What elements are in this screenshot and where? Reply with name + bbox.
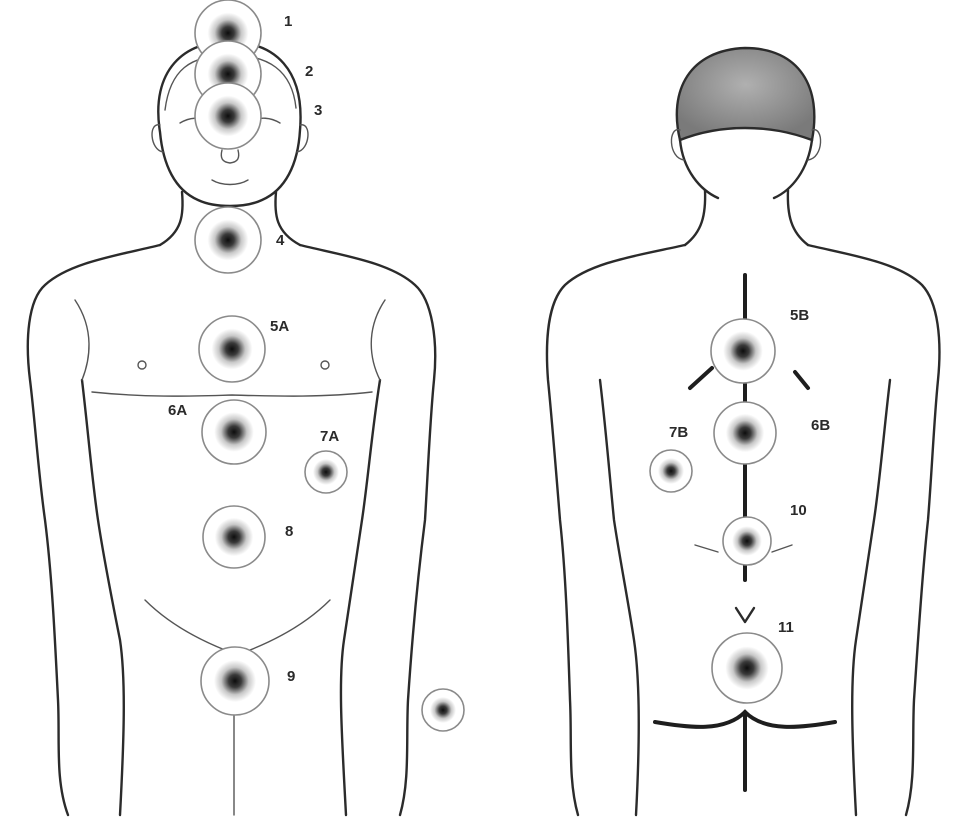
label-7a: 7A (320, 428, 339, 445)
marker-dot-5b (723, 331, 763, 371)
marker-dot-4 (208, 220, 249, 261)
back-scapula-right (795, 372, 808, 388)
label-4: 4 (276, 232, 285, 249)
label-7b: 7B (669, 424, 688, 441)
back-neck-left (685, 190, 705, 245)
label-5a: 5A (270, 318, 289, 335)
label-3: 3 (314, 102, 322, 119)
marker-dot-6b (726, 414, 764, 452)
label-10: 10 (790, 502, 807, 519)
front-nipple-left (138, 361, 146, 369)
label-5b: 5B (790, 307, 809, 324)
back-buttocks-line (655, 712, 835, 790)
front-mouth (212, 180, 248, 185)
marker-dot-9 (214, 660, 256, 702)
marker-dot-8 (215, 518, 253, 556)
front-hip-right (250, 600, 330, 650)
front-shoulder-right (371, 300, 385, 380)
back-arm-inner-right (852, 380, 890, 815)
front-neck-left (160, 192, 183, 245)
front-arm-inner-left (82, 380, 124, 815)
label-11: 11 (778, 619, 794, 636)
back-scapula-left (690, 368, 712, 388)
marker-dot-6a (214, 412, 254, 452)
front-nose (221, 150, 238, 163)
marker-dot-3 (208, 96, 249, 137)
label-2: 2 (305, 63, 313, 80)
front-shoulder-left (75, 300, 89, 380)
label-6b: 6B (811, 417, 830, 434)
back-hair (677, 48, 815, 140)
marker-dot-7a (313, 459, 339, 485)
marker-dot-hand (430, 697, 456, 723)
front-arm-inner-right (341, 380, 380, 815)
label-6a: 6A (168, 402, 187, 419)
marker-dot-5a (212, 329, 253, 370)
label-1: 1 (284, 13, 292, 30)
marker-dot-7b (658, 458, 684, 484)
front-chest-line (92, 392, 372, 396)
back-head-outline (680, 140, 812, 198)
marker-dot-11 (725, 646, 768, 689)
label-8: 8 (285, 523, 293, 540)
back-arm-inner-left (600, 380, 639, 815)
front-nipple-right (321, 361, 329, 369)
back-sacrum-mark (736, 608, 754, 622)
back-lumbar-left (695, 545, 718, 552)
label-9: 9 (287, 668, 295, 685)
marker-dot-10 (732, 526, 762, 556)
back-lumbar-right (772, 545, 792, 552)
back-neck-right (788, 190, 808, 245)
front-hip-left (145, 600, 225, 650)
